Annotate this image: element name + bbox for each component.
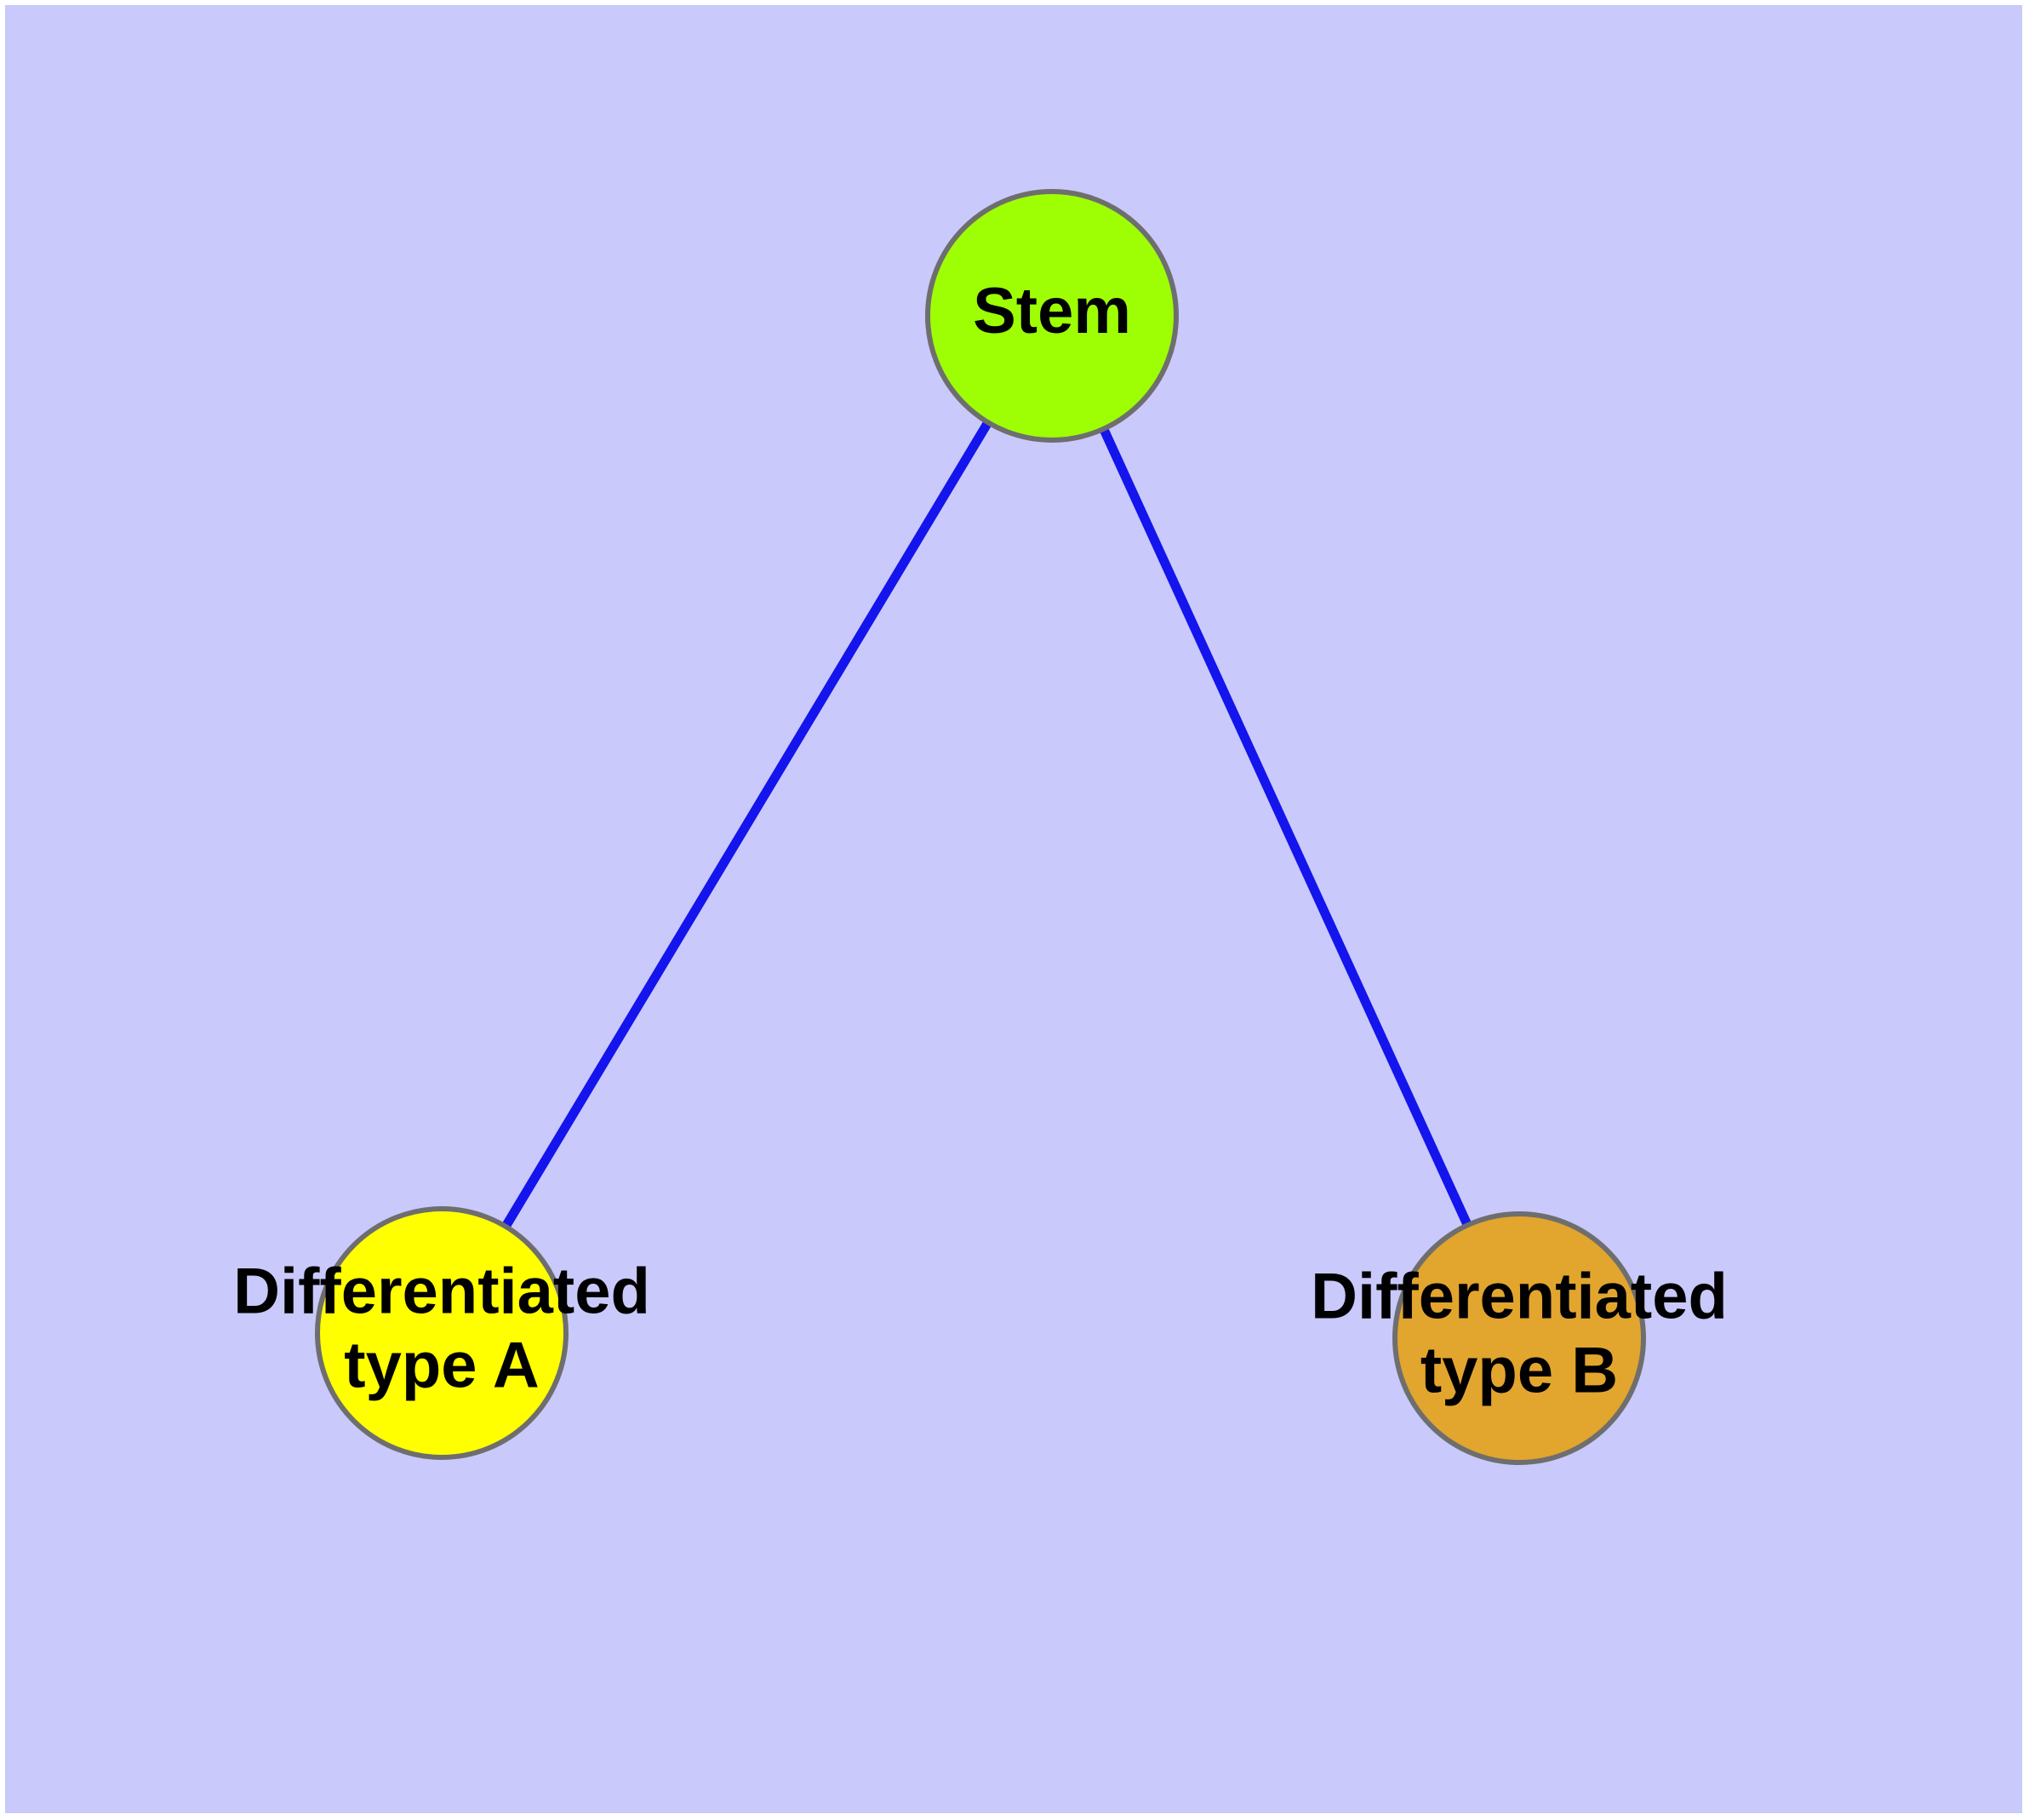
node-circle-diff_a[interactable] — [315, 1206, 569, 1460]
node-label-line: type B — [1420, 1335, 1618, 1407]
node-circle-stem[interactable] — [925, 189, 1179, 443]
graph-edge — [1047, 313, 1524, 1341]
edges-layer — [437, 313, 1524, 1341]
graph-edge — [437, 313, 1056, 1336]
graph-node-diff_b[interactable] — [1392, 1211, 1646, 1465]
graph-node-diff_a[interactable] — [315, 1206, 569, 1460]
node-label-line: Stem — [973, 275, 1131, 347]
node-label-line: Differentiated — [1311, 1260, 1728, 1332]
graph-node-stem[interactable] — [925, 189, 1179, 443]
node-label-stem: Stem — [973, 275, 1131, 347]
node-label-line: type A — [344, 1330, 539, 1402]
node-circle-diff_b[interactable] — [1392, 1211, 1646, 1465]
node-label-line: Differentiated — [233, 1255, 650, 1327]
